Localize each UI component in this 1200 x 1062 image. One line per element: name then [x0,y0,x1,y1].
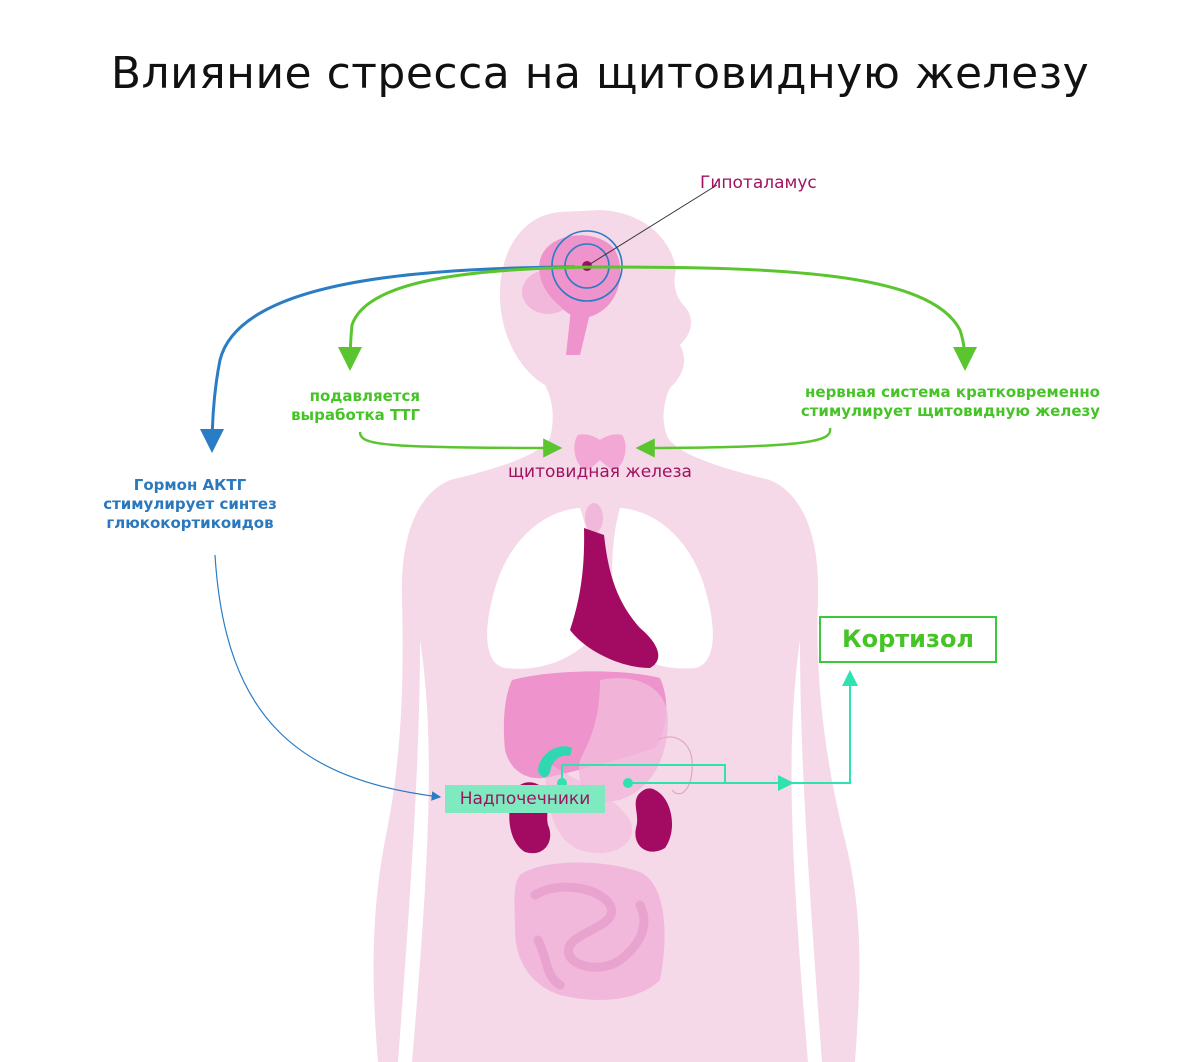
acth-arrow-upper [200,265,576,453]
intestines [514,862,665,1000]
cortisol-path [557,670,858,791]
left-arm-gap [398,640,429,1062]
adrenals-label: Надпочечники [459,789,591,809]
green-arrow-right [599,265,977,371]
adrenal-label-background [445,785,605,813]
thyroid-gland [574,434,626,470]
hypothalamus-label: Гипоталамус [700,173,817,193]
cortisol-box: Кортизол [819,616,997,663]
acth-label: Гормон АКТГ стимулирует синтез глюкокорт… [103,476,277,532]
green-arrow-left [338,265,601,371]
nervous-system-label: нервная система кратковременно стимулиру… [800,383,1100,420]
brain [522,235,621,355]
green-arrow-to-thyroid-right [635,427,832,458]
hypothalamus-pointer [586,184,718,267]
adrenal-gland-right [657,736,693,795]
heart [570,528,659,668]
trachea [585,503,603,533]
tsh-suppressed-label: подавляется выработка ТТГ [291,387,420,424]
page-title: Влияние стресса на щитовидную железу [110,48,1090,99]
acth-arrow-lower [214,554,442,801]
thyroid-label: щитовидная железа [508,462,692,482]
right-arm-gap [791,640,822,1062]
adrenal-gland-left [538,746,572,777]
green-arrow-to-thyroid-left [358,431,563,458]
